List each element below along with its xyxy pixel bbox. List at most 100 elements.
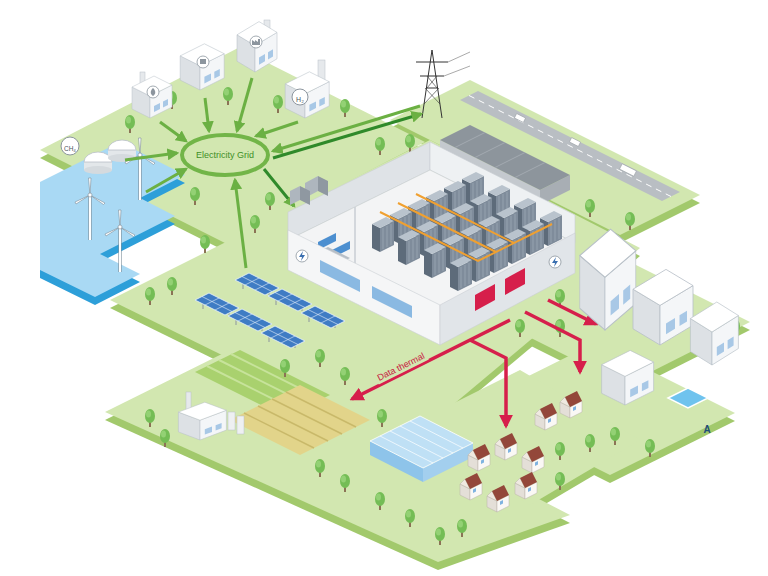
- power-icon: [549, 256, 561, 268]
- truck: [620, 164, 637, 177]
- pipe-label: Data thermal: [374, 349, 429, 384]
- wind-turbine: [75, 178, 105, 240]
- tree: [585, 434, 595, 452]
- house: [522, 446, 544, 473]
- factory: [178, 392, 244, 440]
- heat-pipe: [352, 320, 510, 399]
- power-line: [273, 106, 420, 151]
- icon-label: H₂: [296, 96, 304, 103]
- corner-letter: A: [703, 425, 710, 435]
- corner-letter-box: A: [703, 420, 710, 436]
- bolt-glyph: [299, 251, 305, 261]
- greenhouse-ribs: [380, 421, 463, 463]
- apartment-block: [690, 302, 738, 365]
- greenhouse-roof: [370, 416, 473, 468]
- icon-label-box: CH₄: [64, 138, 76, 154]
- solar-panel: [235, 273, 279, 295]
- tree: [610, 427, 620, 445]
- tree: [273, 95, 283, 113]
- field: [230, 385, 370, 455]
- icon-label: CH₄: [64, 146, 76, 153]
- pylon-bracing: [424, 76, 440, 104]
- icon-circle: [147, 86, 159, 98]
- power-line: [264, 169, 294, 206]
- pylon: [416, 50, 470, 118]
- tree: [190, 187, 200, 205]
- front-wall: [288, 230, 440, 345]
- solar-panel: [301, 306, 345, 328]
- tree: [145, 409, 155, 427]
- silo: [228, 412, 235, 430]
- solar-panel: [195, 293, 239, 315]
- car: [569, 138, 580, 147]
- window: [320, 260, 360, 292]
- heat-exchanger: [505, 268, 525, 295]
- roof-unit: [318, 176, 328, 196]
- power-wire: [444, 52, 470, 76]
- tree: [515, 319, 525, 337]
- field-stripes: [244, 392, 356, 448]
- solar-panel: [228, 309, 272, 331]
- battery-glyph: [200, 59, 206, 64]
- factory-glyph: [252, 39, 260, 45]
- tree: [280, 359, 290, 377]
- solar-panel: [261, 326, 305, 348]
- server-rack: [398, 230, 420, 265]
- power-line: [237, 78, 252, 131]
- gas-dome: [84, 152, 112, 162]
- tree: [375, 137, 385, 155]
- partition: [354, 207, 356, 268]
- tree: [435, 527, 445, 545]
- car: [514, 114, 525, 123]
- tree: [315, 349, 325, 367]
- town: [580, 229, 739, 408]
- tree: [405, 134, 415, 152]
- tree: [377, 409, 387, 427]
- pipe-label-box: Data thermal: [372, 345, 429, 384]
- ground-tops: [40, 48, 750, 562]
- tree: [340, 99, 350, 117]
- tree: [625, 212, 635, 230]
- tree: [340, 474, 350, 492]
- tree: [250, 215, 260, 233]
- apartment-block: [602, 350, 654, 405]
- house: [460, 473, 482, 500]
- power-line: [256, 122, 298, 136]
- power-line: [146, 169, 186, 192]
- grid-ellipse: Electricity Grid: [180, 133, 270, 177]
- power-line: [160, 122, 186, 141]
- houses: [460, 391, 582, 512]
- hydrogen-plant: [285, 72, 329, 118]
- server-rack: [450, 256, 472, 291]
- roof-unit: [300, 186, 310, 205]
- wind-turbine: [105, 210, 135, 272]
- pylon-arms: [416, 62, 448, 88]
- house: [487, 485, 509, 512]
- node-text: Electricity Grid: [196, 150, 254, 160]
- server-rack: [372, 217, 394, 252]
- swimming-pool: [668, 388, 708, 408]
- farm-fields: [195, 350, 370, 455]
- tree: [160, 429, 170, 447]
- icon-circle: [197, 56, 209, 68]
- ellipse-ring: [182, 135, 268, 175]
- icon-circle: [292, 89, 308, 105]
- icon-circle: [61, 137, 79, 155]
- house: [535, 403, 557, 430]
- tree: [457, 519, 467, 537]
- power-plants: [61, 20, 329, 174]
- tree: [223, 87, 233, 105]
- icon-circle: [250, 36, 262, 48]
- power-line: [125, 153, 177, 160]
- tree: [585, 199, 595, 217]
- factory-building: [178, 402, 226, 440]
- gas-dome: [108, 140, 136, 150]
- heat-pipe: [525, 312, 580, 372]
- gas-tank: [84, 166, 112, 174]
- house: [515, 472, 537, 499]
- power-plant: [132, 76, 172, 118]
- ground-top: [105, 345, 570, 562]
